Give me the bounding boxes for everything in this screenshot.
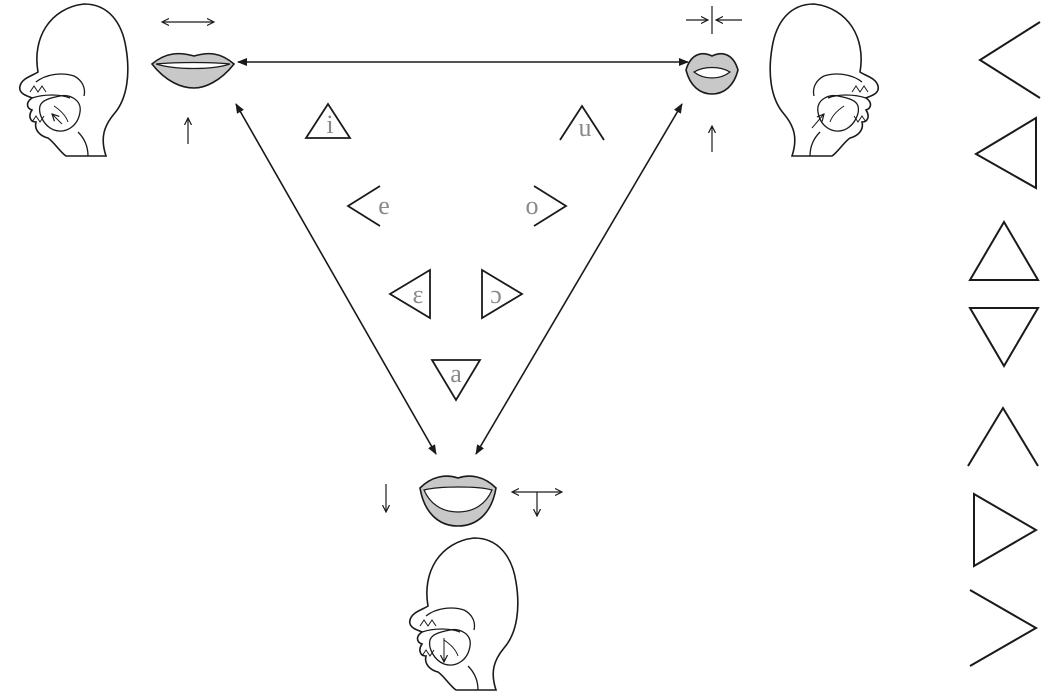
vowel-a: a [432, 359, 480, 400]
vowel-open-o-label: ɔ [490, 280, 502, 309]
legend-right-triangle [974, 494, 1036, 566]
vowel-a-label: a [450, 359, 462, 388]
lips-rounded-icon [686, 54, 738, 94]
legend-down-triangle [970, 308, 1038, 366]
vowel-e-label: e [378, 191, 390, 220]
lip-round-arrows-icon [686, 6, 742, 34]
vowel-open-e-label: ɛ [413, 280, 424, 309]
legend-up-triangle [970, 222, 1038, 280]
vowel-o-label: o [526, 191, 539, 220]
lips-open-icon [420, 476, 496, 526]
vowel-o: o [526, 186, 567, 226]
vowel-i-label: i [326, 110, 333, 139]
arrow-i-a [236, 104, 436, 454]
lips-spread-icon [152, 54, 234, 88]
vowel-e: e [348, 186, 390, 226]
arrow-u-a [476, 104, 682, 454]
legend-shapes [968, 22, 1040, 666]
head-profile-icon [410, 538, 518, 690]
head-profile-icon [770, 4, 878, 156]
lip-open-arrows-icon [512, 492, 562, 516]
vowel-open-o: ɔ [482, 270, 522, 318]
head-profile-icon [20, 4, 128, 156]
vowel-open-e: ɛ [390, 270, 430, 318]
vowel-u-label: u [579, 113, 592, 142]
vowel-i: i [306, 104, 350, 139]
legend-left-triangle [976, 118, 1036, 188]
vowel-u: u [560, 106, 604, 142]
legend-left-chevron [980, 22, 1040, 98]
legend-up-chevron [968, 408, 1038, 466]
legend-right-chevron [970, 590, 1036, 666]
